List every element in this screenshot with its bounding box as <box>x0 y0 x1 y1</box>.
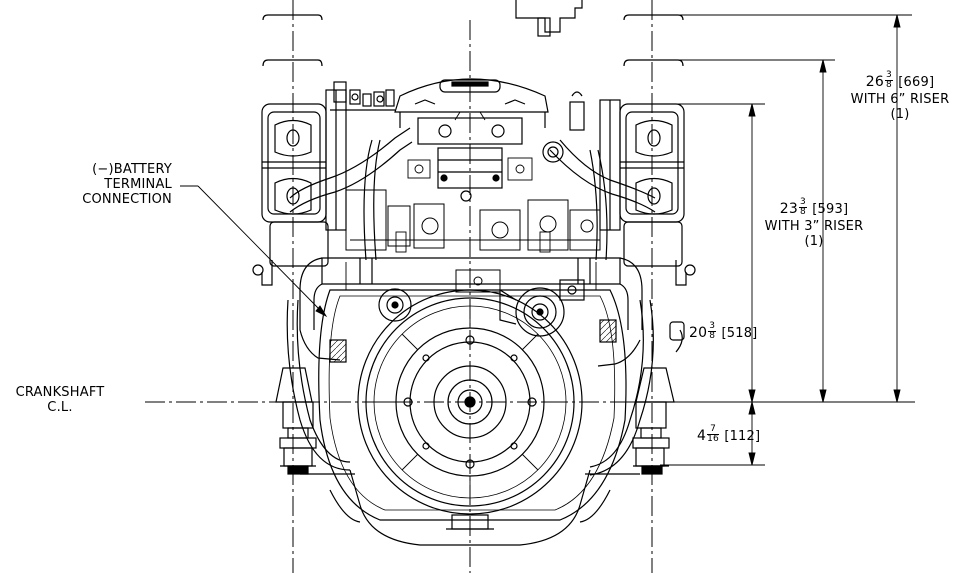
right-engine-mount <box>632 367 675 475</box>
dimension-669-ref: (1) <box>890 107 910 122</box>
battery-label-line-3: CONNECTION <box>82 192 172 207</box>
dimension-112-metric: [112] <box>724 429 761 444</box>
dimension-593-metric: [593] <box>812 202 849 217</box>
flywheel-spokes <box>374 306 566 498</box>
throttle-body <box>394 78 585 202</box>
crossover-pipes <box>269 127 683 330</box>
dimension-lines <box>630 14 915 466</box>
dimension-593-note: WITH 3” RISER <box>764 219 864 234</box>
battery-terminal-label: (−)BATTERY TERMINAL CONNECTION <box>62 162 172 207</box>
flywheel-assembly <box>357 289 583 530</box>
battery-leader <box>180 185 328 318</box>
dimension-518-whole: 20 <box>689 325 708 341</box>
dimension-593-ref: (1) <box>804 234 824 249</box>
centerlines <box>145 0 905 573</box>
side-hoses <box>252 260 696 476</box>
top-left-fittings <box>330 81 395 111</box>
left-exhaust-manifold <box>261 89 347 231</box>
crankshaft-label-line-2: C.L. <box>47 400 73 415</box>
front-cover <box>318 289 627 521</box>
dimension-669-metric: [669] <box>898 75 935 90</box>
riser-outlines <box>262 0 684 67</box>
crankshaft-centerline-label: CRANKSHAFT C.L. <box>6 385 114 415</box>
left-engine-mount <box>275 367 317 475</box>
dimension-669-note: WITH 6” RISER <box>850 92 950 107</box>
dimension-669-whole: 26 <box>865 74 884 90</box>
battery-label-line-2: TERMINAL <box>104 177 172 192</box>
pulley-left <box>378 288 412 322</box>
crankshaft-label-line-1: CRANKSHAFT <box>15 385 105 400</box>
dimension-112-whole: 4 <box>697 428 707 444</box>
battery-label-line-1: (−)BATTERY <box>92 162 172 177</box>
pulley-right <box>499 279 585 337</box>
engine-block-upper <box>345 189 601 293</box>
oil-pan <box>300 469 640 546</box>
accessory-details <box>345 111 597 290</box>
dimension-518-metric: [518] <box>721 326 758 341</box>
dimension-593-whole: 23 <box>779 201 798 217</box>
right-exhaust-manifold <box>599 99 685 231</box>
